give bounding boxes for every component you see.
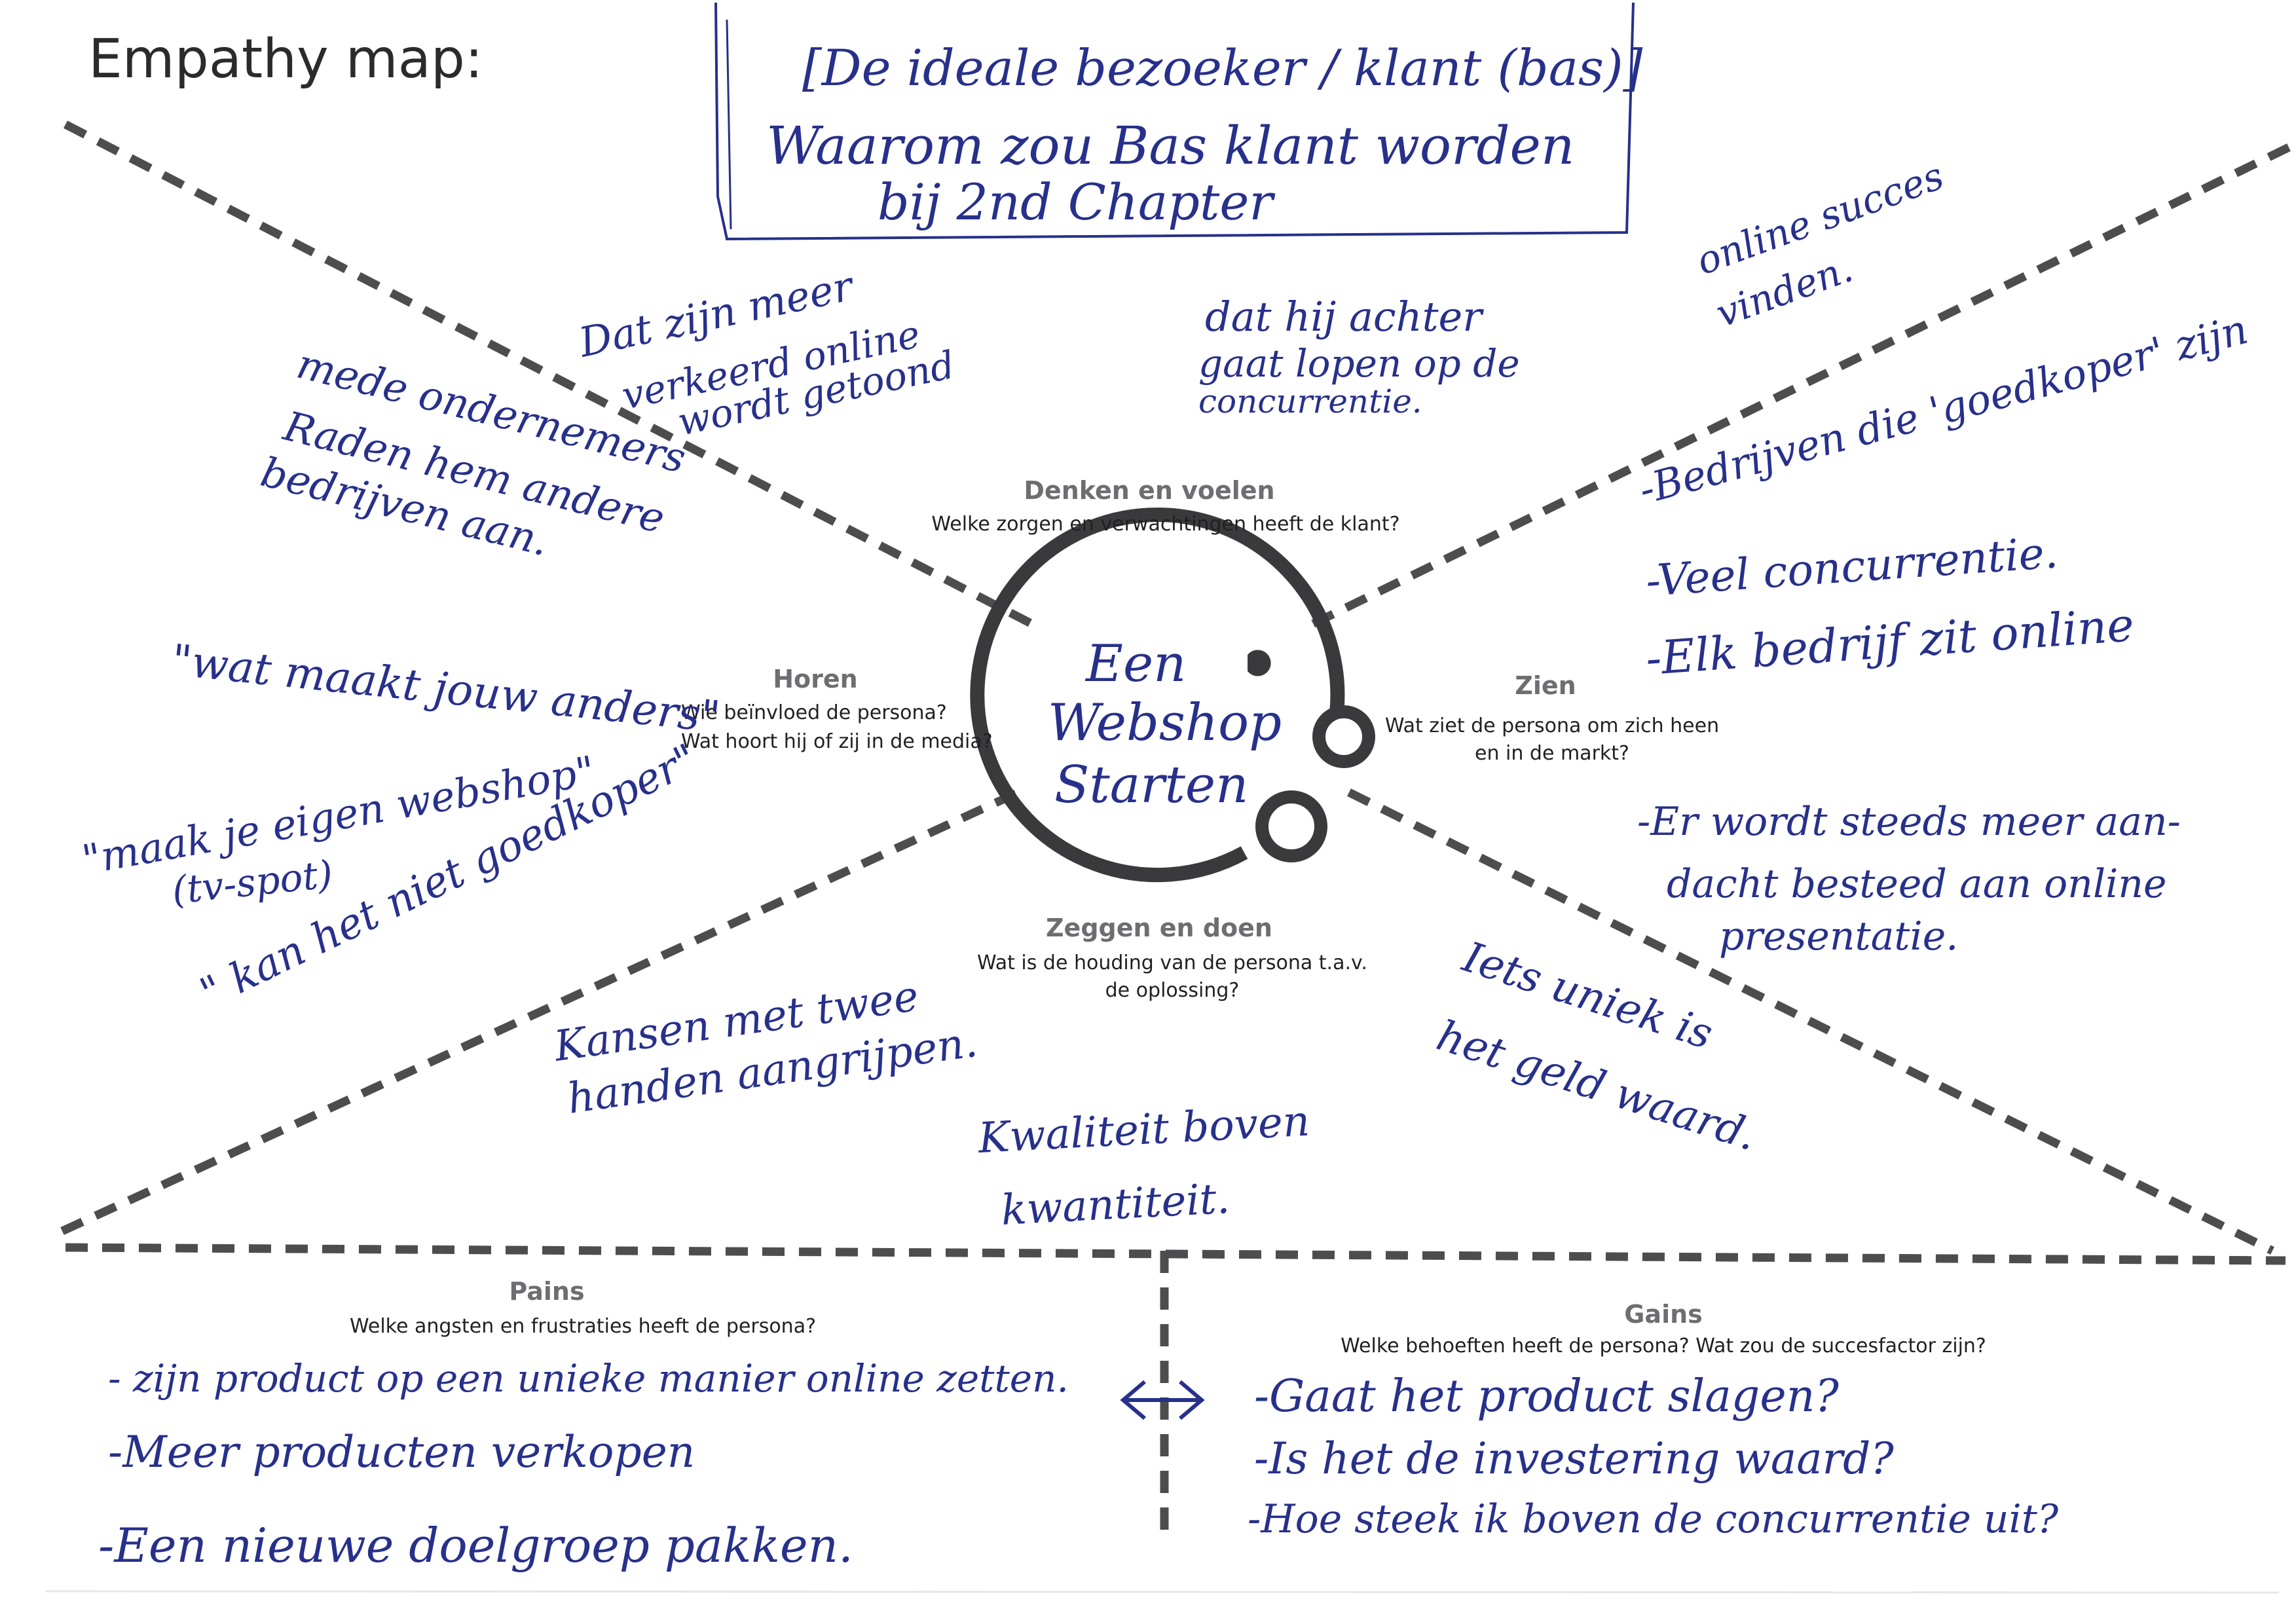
divider-horizontal bbox=[65, 1243, 2286, 1265]
divider-bottom-right bbox=[1347, 788, 2274, 1255]
quadrant-horen: Horen Wie beïnvloed de persona? Wat hoor… bbox=[79, 635, 993, 1018]
center-line1: Een bbox=[1084, 635, 1186, 693]
head-ear-right bbox=[1312, 705, 1375, 768]
pains-heading: Pains bbox=[509, 1277, 584, 1306]
persona-header-box: [De ideale bezoeker / klant (bas)] Waaro… bbox=[714, 2, 1643, 241]
quadrant-zien: Zien Wat ziet de persona om zich heen en… bbox=[1385, 153, 2253, 959]
header-box-inner-line bbox=[726, 19, 732, 230]
zien-question-line2: en in de markt? bbox=[1475, 742, 1629, 765]
header-box-line3: bij 2nd Chapter bbox=[878, 173, 1276, 231]
zien-note-3: -Bedrijven die 'goedkoper' zijn bbox=[1634, 305, 2253, 514]
quadrant-zeggen: Zeggen en doen Wat is de houding van de … bbox=[551, 913, 1763, 1235]
zeggen-note-3: Kwaliteit boven bbox=[976, 1098, 1311, 1163]
diagram-dividers bbox=[60, 120, 2291, 1532]
gains-note-1: -Gaat het product slagen? bbox=[1254, 1371, 1839, 1422]
header-box-line2: Waarom zou Bas klant worden bbox=[766, 115, 1574, 176]
horen-question-line2: Wat hoort hij of zij in de media? bbox=[681, 730, 993, 753]
quadrant-denken: Denken en voelen Welke zorgen en verwach… bbox=[256, 261, 1519, 565]
page-title: Empathy map: bbox=[88, 28, 483, 90]
zien-note-4: -Veel concurrentie. bbox=[1644, 527, 2060, 606]
persona-head: Een Webshop Starten bbox=[970, 507, 1375, 883]
gains-section: Gains Welke behoeften heeft de persona? … bbox=[1248, 1300, 2059, 1542]
face-head-icon bbox=[970, 507, 1345, 883]
zien-note-5: -Elk bedrijf zit online bbox=[1644, 598, 2136, 686]
zien-heading: Zien bbox=[1515, 671, 1576, 700]
header-box-outline bbox=[714, 2, 1635, 241]
center-line3: Starten bbox=[1054, 756, 1248, 815]
denken-question: Welke zorgen en verwachtingen heeft de k… bbox=[931, 513, 1399, 536]
horen-heading: Horen bbox=[773, 665, 857, 693]
denken-note-7: dat hij achter bbox=[1205, 293, 1484, 341]
zeggen-note-6: het geld waard. bbox=[1431, 1012, 1763, 1161]
gains-question: Welke behoeften heeft de persona? Wat zo… bbox=[1341, 1335, 1986, 1357]
pains-note-2: -Meer producten verkopen bbox=[108, 1427, 695, 1477]
denken-note-9: concurrentie. bbox=[1198, 382, 1422, 420]
double-arrow-icon bbox=[1120, 1380, 1205, 1420]
pains-section: Pains Welke angsten en frustraties heeft… bbox=[98, 1277, 1069, 1573]
gains-note-3: -Hoe steek ik boven de concurrentie uit? bbox=[1248, 1496, 2059, 1542]
page-bottom-edge bbox=[45, 1590, 2280, 1594]
header-box-line1: [De ideale bezoeker / klant (bas)] bbox=[802, 39, 1643, 97]
horen-question-line1: Wie beïnvloed de persona? bbox=[681, 701, 947, 724]
zeggen-heading: Zeggen en doen bbox=[1046, 913, 1272, 942]
gains-note-2: -Is het de investering waard? bbox=[1254, 1433, 1894, 1484]
head-eye bbox=[1248, 650, 1271, 676]
divider-bottom-left bbox=[60, 788, 1020, 1235]
zien-note-7: dacht besteed aan online bbox=[1667, 861, 2166, 907]
denken-heading: Denken en voelen bbox=[1024, 476, 1274, 505]
zeggen-question-line1: Wat is de houding van de persona t.a.v. bbox=[977, 951, 1367, 974]
zien-note-8: presentatie. bbox=[1719, 913, 1958, 959]
pains-note-1: - zijn product op een unieke manier onli… bbox=[108, 1356, 1069, 1401]
horen-note-1: "wat maakt jouw anders" bbox=[169, 635, 722, 743]
zeggen-question-line2: de oplossing? bbox=[1105, 979, 1240, 1002]
zien-question-line1: Wat ziet de persona om zich heen bbox=[1385, 714, 1719, 737]
head-ear-bottom bbox=[1255, 790, 1327, 862]
pains-question: Welke angsten en frustraties heeft de pe… bbox=[350, 1315, 816, 1338]
zien-note-6: -Er wordt steeds meer aan- bbox=[1637, 799, 2181, 845]
denken-note-8: gaat lopen op de bbox=[1198, 341, 1520, 386]
gains-heading: Gains bbox=[1624, 1300, 1703, 1329]
zeggen-note-4: kwantiteit. bbox=[1000, 1175, 1231, 1235]
pains-note-3: -Een nieuwe doelgroep pakken. bbox=[98, 1518, 853, 1573]
center-line2: Webshop bbox=[1048, 693, 1282, 752]
